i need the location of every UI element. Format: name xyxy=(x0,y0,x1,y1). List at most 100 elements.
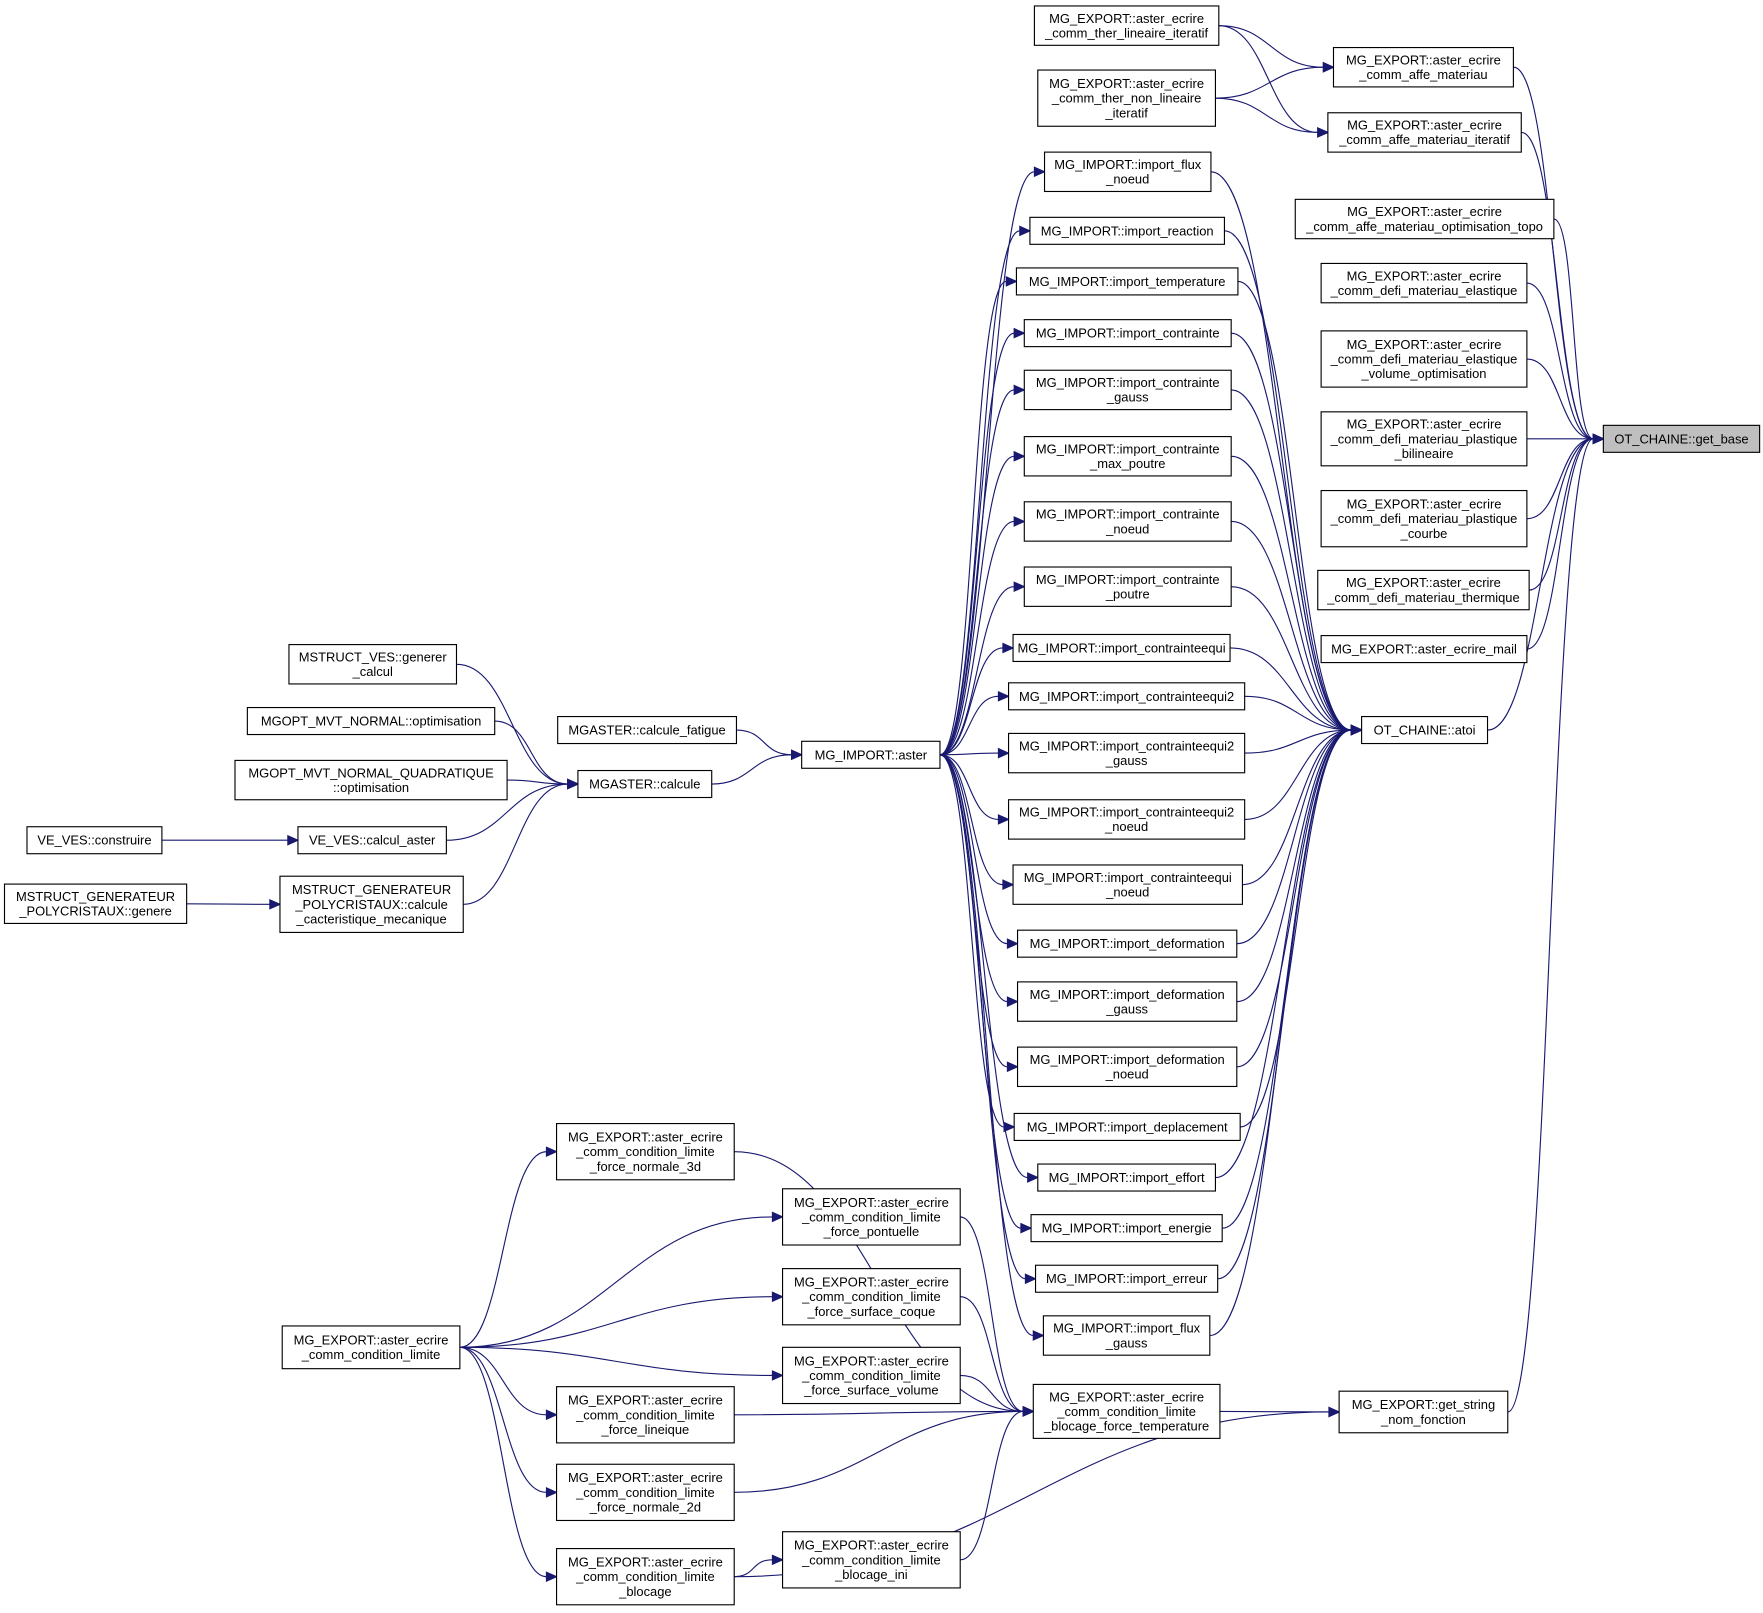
node-box xyxy=(1016,929,1238,958)
node-calcule[interactable]: MGASTER::calcule xyxy=(577,769,713,799)
node-mail[interactable]: MG_EXPORT::aster_ecrire_mail xyxy=(1320,635,1528,664)
node-label: MG_EXPORT::aster_ecrire xyxy=(568,1130,723,1145)
edge-line xyxy=(1236,729,1352,945)
node-temperature[interactable]: MG_IMPORT::import_temperature xyxy=(1015,267,1239,296)
node-box xyxy=(1016,981,1238,1022)
node-ther-lin[interactable]: MG_EXPORT::aster_ecrire_comm_ther_lineai… xyxy=(1033,5,1220,46)
node-affe-mat[interactable]: MG_EXPORT::aster_ecrire_comm_affe_materi… xyxy=(1332,46,1514,88)
node-calcul-aster[interactable]: VE_VES::calcul_aster xyxy=(297,826,447,855)
edge-line xyxy=(1215,97,1318,134)
edge-construire-to-calcul_aster xyxy=(161,834,300,846)
edge-aster-to-reaction xyxy=(939,225,1032,756)
node-flux-noeud[interactable]: MG_IMPORT::import_flux_noeud xyxy=(1043,151,1212,193)
edge-line xyxy=(459,1151,547,1348)
node-label: MG_EXPORT::get_string xyxy=(1352,1397,1495,1412)
node-deformation[interactable]: MG_IMPORT::import_deformation xyxy=(1016,929,1238,958)
node-energie[interactable]: MG_IMPORT::import_energie xyxy=(1030,1214,1223,1243)
node-contrainte-gauss[interactable]: MG_IMPORT::import_contrainte_gauss xyxy=(1023,369,1232,411)
node-contrainte-noeud[interactable]: MG_IMPORT::import_contrainte_noeud xyxy=(1023,501,1232,542)
node-reaction[interactable]: MG_IMPORT::import_reaction xyxy=(1029,216,1225,245)
node-cequi2[interactable]: MG_IMPORT::import_contrainteequi2 xyxy=(1007,682,1246,711)
node-box xyxy=(1023,319,1232,348)
arrowhead-icon xyxy=(1350,724,1363,736)
edge-cl_blocage_ini-to-blocage_ft xyxy=(960,1406,1035,1561)
node-defi-therm[interactable]: MG_EXPORT::aster_ecrire_comm_defi_materi… xyxy=(1317,569,1530,611)
node-cequi2-gauss[interactable]: MG_IMPORT::import_contrainteequi2_gauss xyxy=(1007,732,1246,774)
node-label: MG_IMPORT::import_reaction xyxy=(1041,223,1214,238)
node-affe-opt[interactable]: MG_EXPORT::aster_ecrire_comm_affe_materi… xyxy=(1294,198,1555,240)
edge-deplacement-to-atoi xyxy=(1240,724,1363,1128)
node-contrainte-max-poutre[interactable]: MG_IMPORT::import_contrainte_max_poutre xyxy=(1023,436,1232,477)
node-contrainte[interactable]: MG_IMPORT::import_contrainte xyxy=(1023,319,1232,348)
node-label: _comm_condition_limite xyxy=(575,1569,715,1584)
node-cl-blocage[interactable]: MG_EXPORT::aster_ecrire_comm_condition_l… xyxy=(555,1548,735,1606)
node-label: MG_IMPORT::import_contrainteequi xyxy=(1018,640,1226,655)
node-label: MG_IMPORT::import_contrainte xyxy=(1036,326,1220,341)
node-flux-gauss[interactable]: MG_IMPORT::import_flux_gauss xyxy=(1042,1315,1211,1356)
node-box xyxy=(1007,799,1246,840)
node-box xyxy=(1007,682,1246,711)
node-box xyxy=(3,883,188,924)
node-blocage-ft[interactable]: MG_EXPORT::aster_ecrire_comm_condition_l… xyxy=(1032,1383,1221,1439)
edge-aster-to-erreur xyxy=(939,754,1037,1285)
edge-cl_blocage-to-cl_blocage_ini xyxy=(734,1554,784,1578)
node-cl-normale-3d[interactable]: MG_EXPORT::aster_ecrire_comm_condition_l… xyxy=(555,1123,735,1181)
node-cl-lineique[interactable]: MG_EXPORT::aster_ecrire_comm_condition_l… xyxy=(555,1386,735,1444)
node-cl-surf-coque[interactable]: MG_EXPORT::aster_ecrire_comm_condition_l… xyxy=(781,1268,961,1326)
node-defi-elas[interactable]: MG_EXPORT::aster_ecrire_comm_defi_materi… xyxy=(1320,262,1528,304)
node-cequi-noeud[interactable]: MG_IMPORT::import_contrainteequi_noeud xyxy=(1012,864,1243,905)
node-cl-normale-2d[interactable]: MG_EXPORT::aster_ecrire_comm_condition_l… xyxy=(555,1463,735,1522)
edge-line xyxy=(1244,695,1352,731)
edge-ther_nonlin-to-affe_mat_it xyxy=(1215,97,1330,138)
node-erreur[interactable]: MG_IMPORT::import_erreur xyxy=(1034,1264,1219,1293)
arrowhead-icon xyxy=(1020,1222,1033,1234)
node-aster[interactable]: MG_IMPORT::aster xyxy=(801,740,941,769)
node-get-string[interactable]: MG_EXPORT::get_string_nom_fonction xyxy=(1338,1390,1509,1434)
node-box xyxy=(1012,864,1243,905)
node-deformation-noeud[interactable]: MG_IMPORT::import_deformation_noeud xyxy=(1016,1046,1238,1088)
node-generer-calcul[interactable]: MSTRUCT_VES::generer_calcul xyxy=(288,644,458,685)
node-get-base[interactable]: OT_CHAINE::get_base xyxy=(1602,424,1761,453)
node-label: _cacteristique_mecanique xyxy=(296,911,447,926)
arrowhead-icon xyxy=(1022,1406,1035,1417)
edge-affe_mat_it-to-get_base xyxy=(1521,131,1605,445)
node-label: MG_IMPORT::import_deformation xyxy=(1030,1052,1225,1067)
node-cl[interactable]: MG_EXPORT::aster_ecrire_comm_condition_l… xyxy=(281,1325,461,1370)
edge-cl-to-cl_normale_3d xyxy=(459,1146,558,1348)
arrowhead-icon xyxy=(1006,938,1019,950)
node-calcule-fatigue[interactable]: MGASTER::calcule_fatigue xyxy=(557,715,738,745)
node-deformation-gauss[interactable]: MG_IMPORT::import_deformation_gauss xyxy=(1016,981,1238,1022)
edge-aster-to-cequi_noeud xyxy=(939,754,1015,891)
node-box xyxy=(1317,569,1530,611)
arrowhead-icon xyxy=(1024,1273,1037,1285)
node-defi-elas-vol[interactable]: MG_EXPORT::aster_ecrire_comm_defi_materi… xyxy=(1320,330,1528,388)
edge-cl_surf_coque-to-blocage_ft xyxy=(960,1296,1035,1417)
node-ther-nonlin[interactable]: MG_EXPORT::aster_ecrire_comm_ther_non_li… xyxy=(1037,69,1216,127)
node-cl-pontuelle[interactable]: MG_EXPORT::aster_ecrire_comm_condition_l… xyxy=(781,1188,961,1246)
node-mvt-opt[interactable]: MGOPT_MVT_NORMAL::optimisation xyxy=(246,706,496,736)
node-label: MGASTER::calcule xyxy=(589,777,700,792)
edge-cl_lineique-to-blocage_ft xyxy=(734,1406,1035,1417)
edge-line xyxy=(939,754,1003,886)
node-mvt-quad-opt[interactable]: MGOPT_MVT_NORMAL_QUADRATIQUE::optimisati… xyxy=(234,759,508,801)
node-genere[interactable]: MSTRUCT_GENERATEUR_POLYCRISTAUX::genere xyxy=(3,883,188,924)
node-effort[interactable]: MG_IMPORT::import_effort xyxy=(1037,1163,1216,1192)
node-deplacement[interactable]: MG_IMPORT::import_deplacement xyxy=(1013,1112,1241,1141)
node-affe-mat-it[interactable]: MG_EXPORT::aster_ecrire_comm_affe_materi… xyxy=(1327,112,1522,153)
node-cl-blocage-ini[interactable]: MG_EXPORT::aster_ecrire_comm_condition_l… xyxy=(781,1531,961,1589)
node-cl-surf-vol[interactable]: MG_EXPORT::aster_ecrire_comm_condition_l… xyxy=(781,1346,961,1405)
node-defi-plast-courbe[interactable]: MG_EXPORT::aster_ecrire_comm_defi_materi… xyxy=(1320,489,1528,548)
node-cequi2-noeud[interactable]: MG_IMPORT::import_contrainteequi2_noeud xyxy=(1007,799,1246,840)
node-label: _iteratif xyxy=(1104,105,1148,120)
edge-line xyxy=(1230,647,1352,731)
node-label: MG_IMPORT::import_contrainte xyxy=(1036,441,1220,456)
node-contrainte-poutre[interactable]: MG_IMPORT::import_contrainte_poutre xyxy=(1023,566,1232,607)
node-atoi[interactable]: OT_CHAINE::atoi xyxy=(1361,715,1489,745)
node-construire[interactable]: VE_VES::construire xyxy=(26,826,163,855)
node-calcule-caract[interactable]: MSTRUCT_GENERATEUR_POLYCRISTAUX::calcule… xyxy=(279,875,464,933)
edge-cl-to-cl_surf_coque xyxy=(459,1291,784,1348)
node-defi-plast-bil[interactable]: MG_EXPORT::aster_ecrire_comm_defi_materi… xyxy=(1320,411,1528,467)
node-cequi[interactable]: MG_IMPORT::import_contrainteequi xyxy=(1012,633,1231,663)
node-label: MSTRUCT_GENERATEUR xyxy=(292,882,451,897)
